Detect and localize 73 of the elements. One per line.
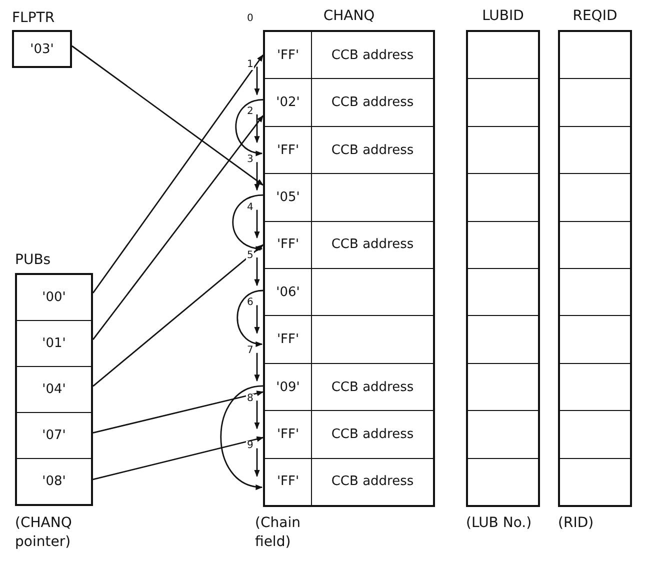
arrow (254, 400, 260, 430)
table-frame (263, 30, 435, 507)
arrow (92, 390, 264, 434)
table-caption: (RID) (558, 514, 595, 533)
table-heading: FLPTR (12, 10, 55, 26)
chain-value: 'FF' (276, 426, 300, 442)
arrow (254, 162, 260, 191)
arrow (72, 45, 264, 186)
arrow (236, 290, 264, 346)
table-row (265, 269, 433, 316)
address-text: CCB address (331, 95, 414, 110)
step-number: 1 (246, 60, 254, 70)
table-frame (466, 30, 540, 507)
table-row (265, 126, 433, 174)
table-row (265, 79, 433, 127)
step-number: 0 (246, 14, 254, 24)
hex-value: '07' (42, 428, 66, 443)
table-caption: (CHANQ pointer) (15, 514, 73, 552)
table-heading: PUBs (15, 252, 51, 268)
table-row (265, 364, 433, 412)
hex-value: '01' (42, 336, 66, 351)
table-row (265, 174, 433, 222)
arrow (235, 99, 264, 156)
step-number: 7 (246, 346, 254, 356)
chain-value: 'FF' (276, 142, 300, 158)
step-number: 9 (246, 441, 254, 452)
arrow (254, 258, 260, 286)
arrow (254, 210, 260, 238)
address-text: CCB address (331, 48, 414, 63)
arrow (92, 244, 264, 387)
chain-value: '05' (276, 190, 300, 205)
address-text: CCB address (331, 237, 414, 252)
arrow (220, 385, 264, 490)
table-row (265, 316, 433, 364)
chain-value: 'FF' (276, 237, 300, 252)
hex-value: '04' (42, 382, 66, 397)
step-number: 8 (246, 394, 254, 404)
table-heading: REQID (572, 8, 618, 24)
address-text: CCB address (331, 426, 414, 442)
step-number: 3 (246, 155, 254, 166)
table-heading: LUBID (482, 8, 524, 24)
arrow (232, 194, 264, 251)
hex-value: '03' (30, 42, 54, 56)
table-heading: CHANQ (323, 8, 375, 24)
chain-value: '09' (276, 380, 300, 395)
table-frame (15, 273, 93, 506)
address-text: CCB address (331, 380, 414, 395)
arrow (254, 305, 260, 334)
arrow (92, 115, 264, 340)
arrow (254, 352, 260, 382)
table-row (265, 411, 433, 459)
step-number: 6 (246, 298, 254, 308)
hex-value: '08' (42, 474, 66, 489)
hex-value: '00' (42, 290, 66, 305)
table-caption: (LUB No.) (466, 514, 533, 533)
arrow (92, 54, 264, 294)
table-row (265, 222, 433, 270)
arrow (254, 66, 260, 96)
chain-value: 'FF' (276, 474, 300, 490)
chain-value: '02' (276, 95, 300, 110)
arrow (92, 436, 264, 480)
step-number: 5 (246, 250, 254, 260)
step-number: 4 (246, 202, 254, 213)
address-text: CCB address (331, 474, 414, 490)
address-text: CCB address (331, 142, 414, 158)
chain-value: 'FF' (276, 48, 300, 63)
table-caption: (Chain field) (255, 514, 302, 552)
chain-value: 'FF' (276, 332, 300, 348)
chain-value: '06' (276, 284, 300, 300)
arrow (254, 448, 260, 477)
table-frame (558, 30, 632, 507)
table-row (265, 32, 433, 80)
arrow (254, 114, 260, 144)
